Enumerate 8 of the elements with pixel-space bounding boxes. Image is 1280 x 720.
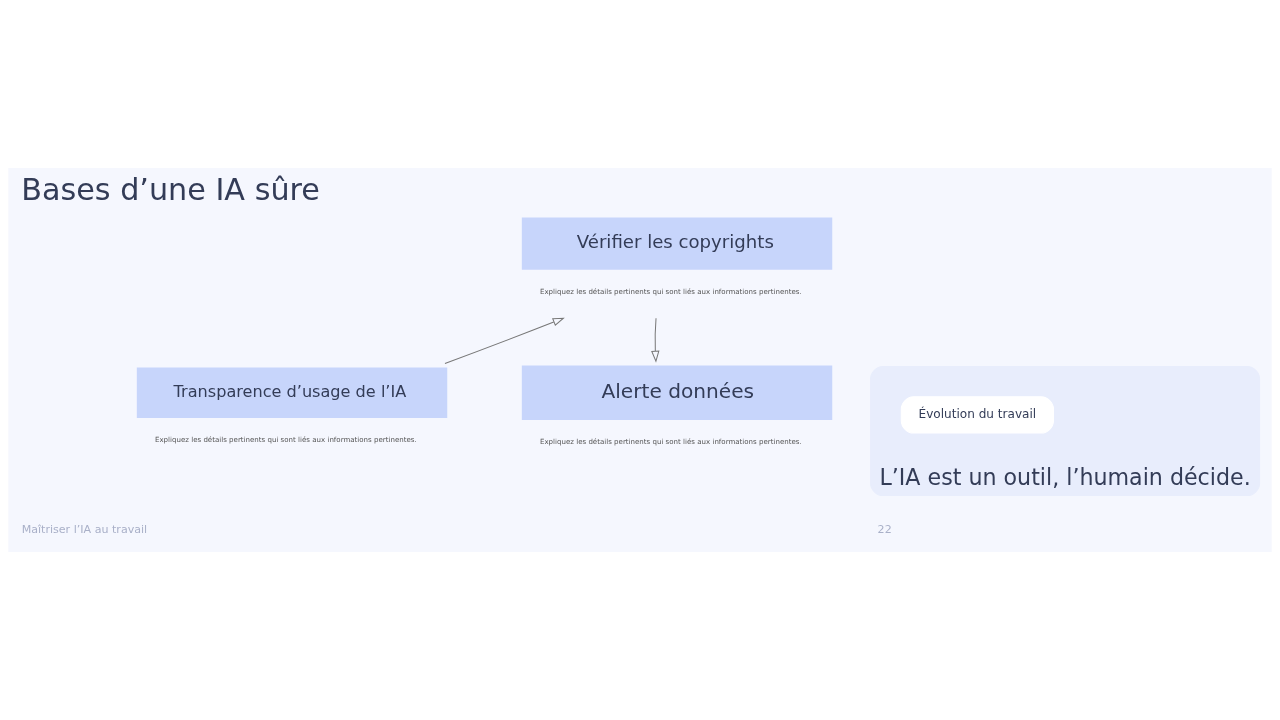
label: Maîtriser l’IA au travail — [21, 522, 148, 536]
label: 22 — [877, 522, 892, 536]
node-box: Vérifier les copyrights — [521, 217, 833, 270]
diagram-title: Bases d’une IA sûre — [21, 172, 320, 208]
node-box: Alerte données — [521, 365, 833, 420]
arrow — [444, 317, 565, 364]
arrow — [651, 317, 660, 363]
node-box: Transparence d’usage de l’IA — [136, 367, 448, 418]
